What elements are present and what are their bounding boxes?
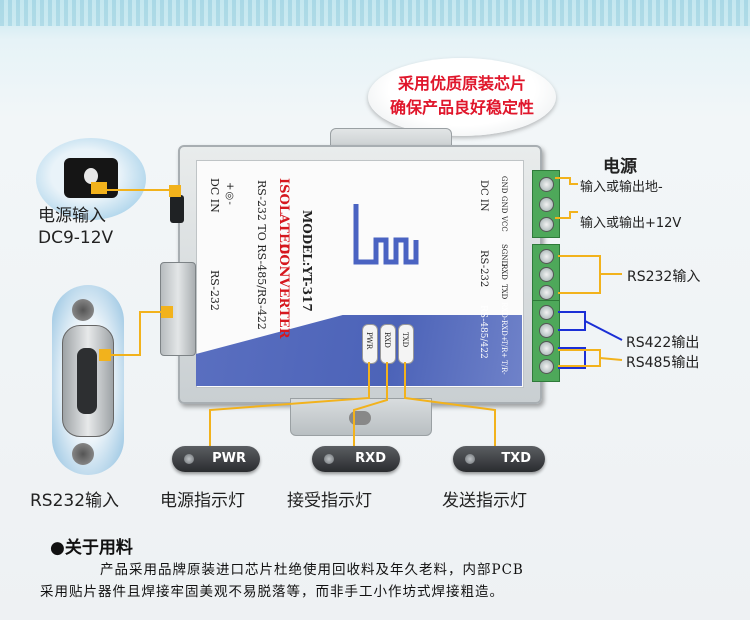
- terminal-block-dc: [532, 170, 560, 238]
- led-indicator-icon: [465, 454, 475, 464]
- pin-rxd: RXD: [500, 264, 508, 280]
- pin-gnd-1: GND: [500, 176, 508, 194]
- brand-line-1: ISOLATED: [276, 178, 291, 255]
- bubble-line-2: 确保产品良好稳定性: [389, 98, 534, 117]
- bullet-icon: ●: [50, 538, 65, 558]
- pin-gnd-2: GND: [500, 196, 508, 214]
- receive-led-label: 接受指示灯: [287, 491, 372, 511]
- speech-bubble: [368, 58, 556, 136]
- rs232-input-bottom-label: RS232输入: [30, 491, 120, 511]
- decorative-stripe: [0, 0, 750, 26]
- pin-txd: TXD: [500, 284, 508, 300]
- db9-connector-inset: [52, 285, 124, 475]
- led-indicator-icon: [324, 454, 334, 464]
- rs232-port-label: RS-232: [208, 270, 221, 311]
- model-label: MODEL:YT-317: [300, 210, 314, 312]
- power-led-label: 电源指示灯: [160, 491, 245, 511]
- dc-polarity-label: +◎-: [224, 182, 235, 205]
- power-jack-inset: [36, 138, 146, 220]
- bubble-text: 采用优质原装芯片 确保产品良好稳定性: [368, 72, 556, 120]
- terminal-block-rs232: [532, 244, 560, 302]
- rs232-input-label: RS232输入: [627, 269, 701, 285]
- terminal-block-rs485: [532, 300, 560, 382]
- rs485-output-label: RS485输出: [626, 355, 700, 371]
- power-jack-icon: [64, 158, 118, 198]
- section-title: 关于用料: [64, 538, 133, 558]
- pin-vcc: VCC: [500, 216, 508, 232]
- pin-rxd-plus: RXD+: [500, 320, 508, 342]
- terminal-group-dc-label: DC IN: [478, 180, 489, 212]
- dc-input-label: 电源输入 DC9-12V: [38, 206, 114, 248]
- pin-tr-minus: T/R-: [500, 360, 508, 375]
- pin-tr-plus: T/R+: [500, 340, 508, 359]
- pin-rxd-minus: RXD-: [500, 302, 508, 321]
- led-pill-pwr: PWR: [172, 446, 260, 472]
- wave-logo-icon: [353, 204, 419, 265]
- power-gnd-label: 输入或输出地-: [580, 180, 663, 195]
- terminal-group-232-label: RS-232: [478, 250, 489, 288]
- db9-port-icon: [62, 325, 114, 437]
- rs422-output-label: RS422输出: [626, 335, 700, 351]
- brand-line-2: CONVERTER: [276, 244, 291, 339]
- dc-jack-side: [170, 195, 184, 223]
- led-indicator-icon: [184, 454, 194, 464]
- send-led-label: 发送指示灯: [442, 491, 527, 511]
- mounting-ear-bottom: [290, 398, 432, 436]
- section-heading: ●关于用料: [50, 533, 133, 558]
- power-vcc-label: 输入或输出+12V: [580, 216, 682, 231]
- pin-sgnd: SGND: [500, 244, 508, 267]
- paragraph-line-1: 产品采用品牌原装进口芯片杜绝使用回收料及年久老料，内部PCB: [100, 562, 524, 578]
- led-pill-txd: TXD: [453, 446, 545, 472]
- paragraph-line-2: 采用贴片器件且焊接牢固美观不易脱落等，而非手工小作坊式焊接粗造。: [40, 584, 504, 600]
- terminal-group-485-label: RS-485/422: [478, 305, 488, 359]
- power-title: 电源: [603, 157, 637, 177]
- function-label: RS-232 TO RS-485/RS-422: [255, 180, 268, 330]
- led-pill-rxd: RXD: [312, 446, 400, 472]
- bubble-line-1: 采用优质原装芯片: [397, 74, 526, 93]
- dc-in-label: DC IN: [208, 178, 221, 213]
